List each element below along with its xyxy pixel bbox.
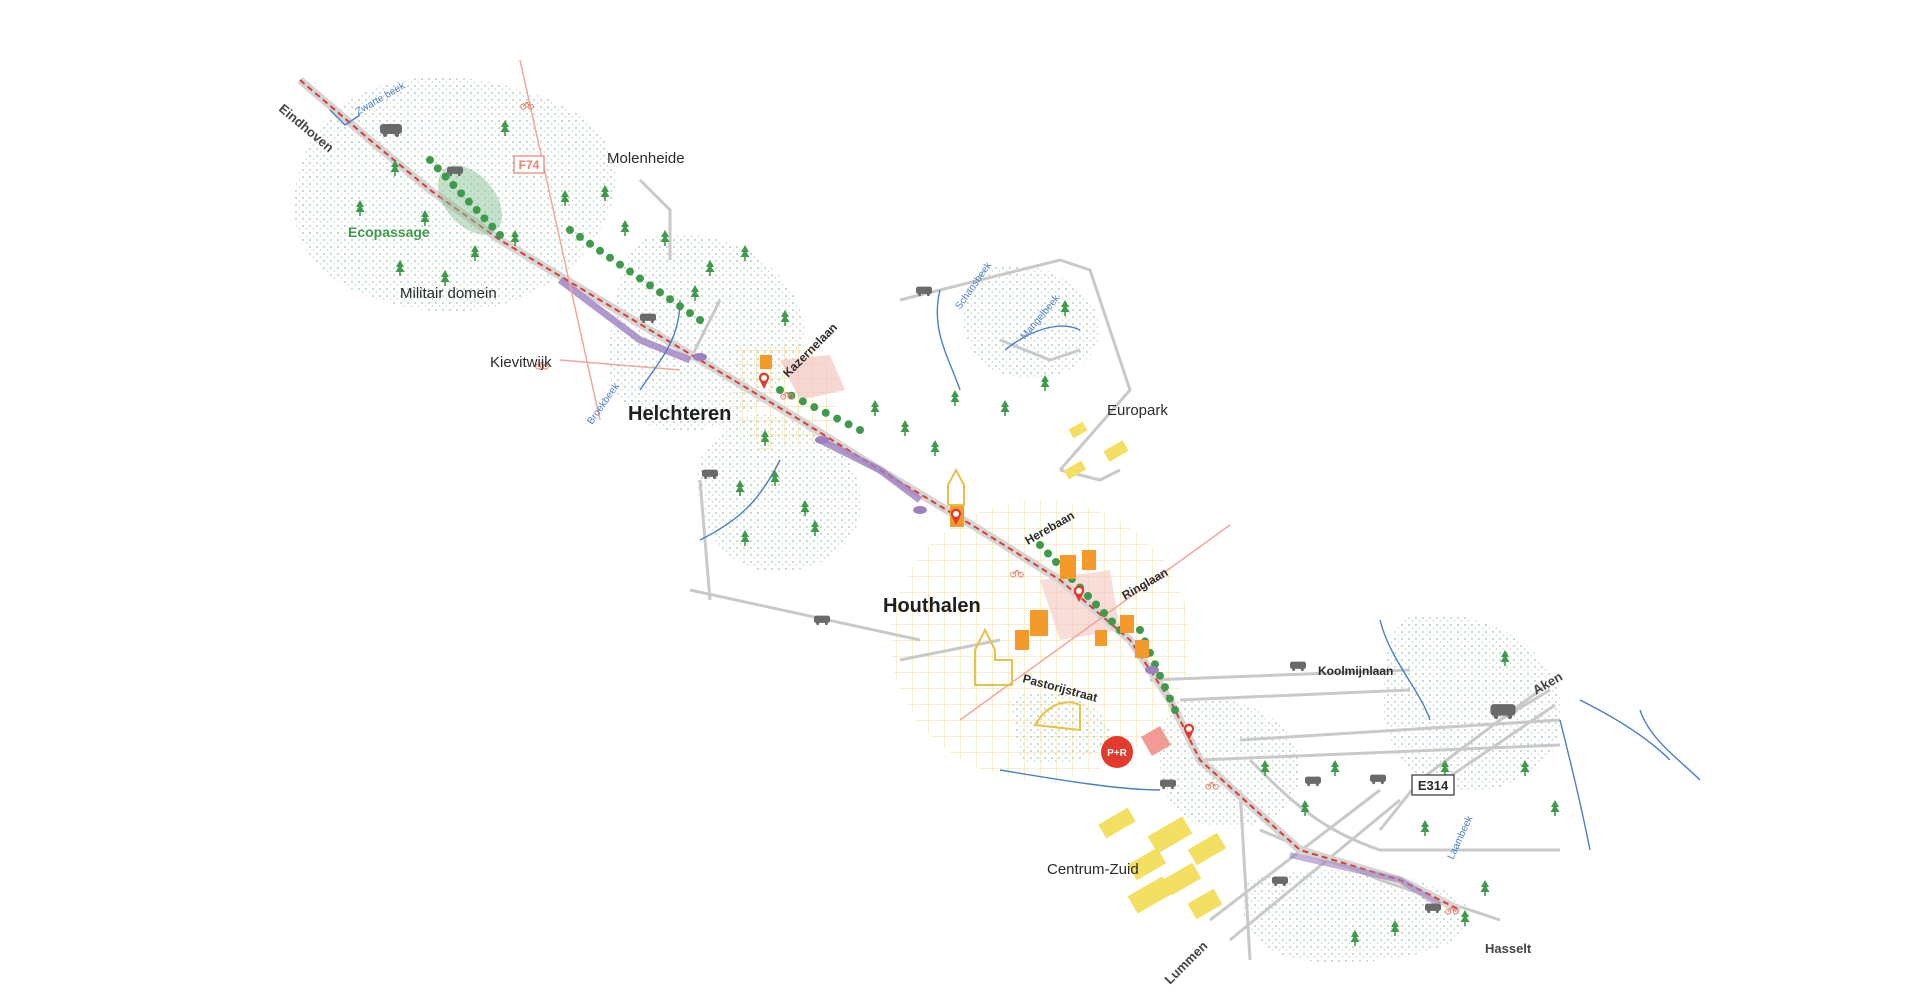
e314-label: E314	[1418, 778, 1449, 793]
hasselt-label: Hasselt	[1485, 941, 1532, 956]
tree-dot	[626, 267, 634, 276]
p-and-r-icon: P+R	[1101, 736, 1133, 768]
tree-dot	[676, 302, 684, 311]
tree-dot	[656, 288, 664, 297]
f74-badge	[513, 155, 545, 174]
europark-buildings	[1063, 421, 1129, 480]
tree-dot	[1136, 626, 1144, 634]
tree-dot	[616, 260, 624, 269]
houthalen-label: Houthalen	[883, 595, 981, 617]
bus-icon	[1305, 776, 1321, 787]
tree-dot	[696, 316, 704, 324]
tree-icon	[950, 390, 960, 406]
tree-dot	[844, 420, 853, 429]
tree-dot	[606, 253, 614, 262]
tree-dot	[426, 156, 434, 164]
koolmijnlaan-label: Koolmijnlaan	[1318, 664, 1393, 678]
tree-dot	[798, 397, 807, 406]
tree-icon	[1000, 400, 1010, 416]
tree-dot	[1108, 617, 1116, 626]
waterways	[329, 109, 1701, 851]
tree-dot	[433, 164, 442, 173]
tree-icon	[1420, 820, 1430, 836]
tree-dot	[496, 231, 504, 239]
militair-domein-label: Militair domein	[400, 285, 497, 302]
tree-dot	[686, 309, 694, 318]
tree-icon	[620, 220, 630, 236]
tree-dot	[441, 172, 450, 181]
bus-icon	[814, 615, 830, 626]
tree-dot	[464, 197, 473, 206]
centrum-zuid-buildings	[1098, 807, 1227, 920]
town-centre-areas	[780, 355, 1172, 757]
tree-dot	[566, 226, 574, 234]
tree-dot	[776, 386, 784, 394]
lummen-label: Lummen	[1162, 938, 1211, 987]
tree-dot	[1092, 600, 1100, 609]
europark-label: Europark	[1107, 402, 1168, 419]
laambeek-label: Laambeek	[1446, 813, 1476, 861]
stop-marker	[1145, 666, 1159, 674]
tree-dot	[480, 214, 489, 223]
fountain-sculpture	[1033, 701, 1081, 732]
tree-dot	[833, 414, 842, 423]
tree-icon	[870, 400, 880, 416]
buildings	[760, 355, 1227, 920]
broekbeek-label: Broekbeek	[585, 380, 622, 426]
f74-bike-route	[519, 59, 1231, 721]
tree-dot	[666, 295, 674, 304]
tree-dot	[1156, 671, 1164, 680]
tree-dot	[1084, 592, 1092, 600]
tree-dot	[636, 274, 644, 283]
bus-icon	[1290, 661, 1306, 672]
tree-icon	[1040, 375, 1050, 391]
church-icon	[947, 467, 965, 506]
tree-icon	[1480, 880, 1490, 896]
tree-dot	[576, 232, 584, 241]
tree-dot	[1100, 609, 1108, 617]
tree-dot	[1166, 694, 1174, 703]
tree-icon	[1550, 800, 1560, 816]
church-icon	[974, 627, 1013, 686]
kievitwijk-label: Kievitwijk	[490, 354, 552, 371]
tree-dot	[1171, 706, 1179, 714]
tree-dot	[1044, 549, 1052, 558]
tree-dot	[449, 181, 458, 189]
tree-dot	[1052, 558, 1060, 566]
tree-dot	[1036, 541, 1044, 549]
e314-badge	[1411, 774, 1455, 796]
tree-dot	[646, 281, 654, 290]
tree-dot	[821, 408, 830, 417]
tree-icon	[900, 420, 910, 436]
stop-marker	[693, 353, 707, 361]
tree-dot	[596, 246, 604, 255]
tree-dot	[1161, 683, 1169, 692]
p-and-r-label: P+R	[1107, 748, 1128, 759]
tree-dot	[488, 222, 497, 231]
tree-icon	[930, 440, 940, 456]
f74-label: F74	[519, 158, 540, 172]
stop-marker	[815, 436, 829, 444]
stop-marker	[913, 506, 927, 514]
molenheide-label: Molenheide	[607, 150, 685, 167]
transport-icons	[380, 101, 1516, 915]
bus-icon	[1370, 774, 1386, 785]
tree-icon	[1330, 760, 1340, 776]
ecopassage-label: Ecopassage	[348, 224, 430, 240]
tree-dot	[856, 426, 864, 434]
centrum-zuid-label: Centrum-Zuid	[1047, 861, 1139, 878]
helchteren-label: Helchteren	[628, 403, 731, 425]
tree-dot	[472, 206, 481, 214]
tree-dot	[457, 189, 466, 198]
tree-dot	[810, 403, 819, 412]
tree-dot	[586, 239, 594, 248]
